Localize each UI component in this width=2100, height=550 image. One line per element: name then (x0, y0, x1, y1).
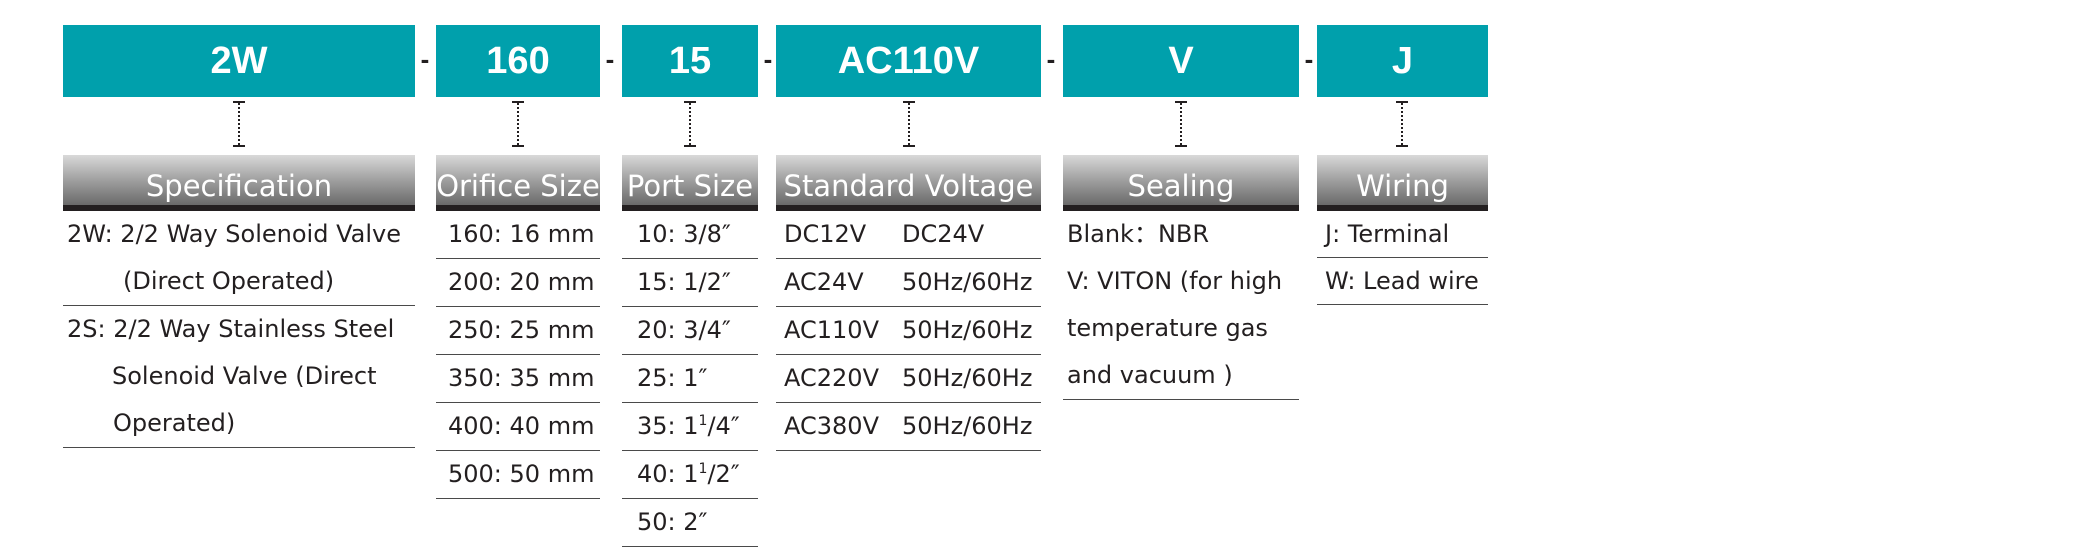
code-sealing: V (1063, 25, 1299, 97)
code-specification: 2W (63, 25, 415, 97)
dotted-connector (1396, 101, 1408, 147)
list-item: 20: 3/4″ (622, 307, 758, 355)
standard-voltage-list: DC12V DC24V AC24V 50Hz/60Hz AC110V 50Hz/60H… (776, 211, 1041, 451)
voltage-value: 50Hz/60Hz (902, 364, 1033, 392)
header-standard-voltage: Standard Voltage (776, 155, 1041, 211)
voltage-type: AC110V (784, 316, 879, 344)
list-item: 25: 1″ (622, 355, 758, 403)
dotted-connector (233, 101, 245, 147)
dotted-connector (1175, 101, 1187, 147)
code-port-size: 15 (622, 25, 758, 97)
voltage-type: AC220V (784, 364, 879, 392)
spec-line: Operated) (113, 409, 236, 437)
list-item: 35: 11/4″ (622, 403, 758, 451)
list-item: 40: 11/2″ (622, 451, 758, 499)
separator-dash: - (1304, 44, 1314, 74)
list-item: 250: 25 mm (436, 307, 600, 355)
sealing-line: and vacuum ) (1067, 361, 1233, 389)
list-item: W: Lead wire (1317, 258, 1488, 305)
list-item: 2S: 2/2 Way Stainless Steel Solenoid Val… (63, 306, 415, 448)
voltage-value: 50Hz/60Hz (902, 412, 1033, 440)
voltage-value: DC24V (902, 220, 985, 248)
list-item: V: VITON (for high temperature gas and v… (1063, 258, 1299, 400)
voltage-type: AC380V (784, 412, 879, 440)
wiring-list: J: Terminal W: Lead wire (1317, 211, 1488, 305)
separator-dash: - (763, 44, 773, 74)
list-item: 160: 16 mm (436, 211, 600, 259)
port-size-whole: 35: 1 (637, 412, 699, 440)
list-item: 2W: 2/2 Way Solenoid Valve (Direct Opera… (63, 211, 415, 306)
header-wiring: Wiring (1317, 155, 1488, 211)
voltage-value: 50Hz/60Hz (902, 268, 1033, 296)
separator-dash: - (1046, 44, 1056, 74)
header-orifice-size: Orifice Size (436, 155, 600, 211)
dotted-connector (903, 101, 915, 147)
sealing-line: V: VITON (for high (1067, 267, 1283, 295)
list-item: DC12V DC24V (776, 211, 1041, 259)
code-orifice-size: 160 (436, 25, 600, 97)
list-item: 350: 35 mm (436, 355, 600, 403)
dotted-connector (684, 101, 696, 147)
orifice-size-list: 160: 16 mm 200: 20 mm 250: 25 mm 350: 35… (436, 211, 600, 499)
sealing-line: temperature gas (1067, 314, 1268, 342)
voltage-type: DC12V (784, 220, 867, 248)
port-size-fraction: /4″ (707, 412, 740, 440)
header-sealing: Sealing (1063, 155, 1299, 211)
list-item: AC380V 50Hz/60Hz (776, 403, 1041, 451)
list-item: AC110V 50Hz/60Hz (776, 307, 1041, 355)
spec-line: (Direct Operated) (123, 267, 335, 295)
code-wiring: J (1317, 25, 1488, 97)
list-item: 500: 50 mm (436, 451, 600, 499)
voltage-value: 50Hz/60Hz (902, 316, 1033, 344)
voltage-type: AC24V (784, 268, 864, 296)
separator-dash: - (420, 44, 430, 74)
list-item: AC220V 50Hz/60Hz (776, 355, 1041, 403)
list-item: 200: 20 mm (436, 259, 600, 307)
port-size-list: 10: 3/8″ 15: 1/2″ 20: 3/4″ 25: 1″ 35: 11… (622, 211, 758, 547)
list-item: 400: 40 mm (436, 403, 600, 451)
separator-dash: - (605, 44, 615, 74)
header-specification: Specification (63, 155, 415, 211)
list-item: 50: 2″ (622, 499, 758, 547)
list-item: AC24V 50Hz/60Hz (776, 259, 1041, 307)
spec-line: 2W: 2/2 Way Solenoid Valve (67, 220, 401, 248)
list-item: 10: 3/8″ (622, 211, 758, 259)
port-size-whole: 40: 1 (637, 460, 699, 488)
spec-line: Solenoid Valve (Direct (112, 362, 377, 390)
code-standard-voltage: AC110V (776, 25, 1041, 97)
port-size-superscript: 1 (698, 461, 708, 477)
dotted-connector (512, 101, 524, 147)
port-size-superscript: 1 (698, 413, 708, 429)
list-item: Blank：NBR (1067, 220, 1210, 248)
sealing-list: Blank：NBR V: VITON (for high temperature… (1063, 211, 1299, 400)
list-item: 15: 1/2″ (622, 259, 758, 307)
port-size-fraction: /2″ (707, 460, 740, 488)
header-port-size: Port Size (622, 155, 758, 211)
spec-line: 2S: 2/2 Way Stainless Steel (67, 315, 395, 343)
specification-list: 2W: 2/2 Way Solenoid Valve (Direct Opera… (63, 211, 415, 448)
list-item: J: Terminal (1317, 211, 1488, 258)
